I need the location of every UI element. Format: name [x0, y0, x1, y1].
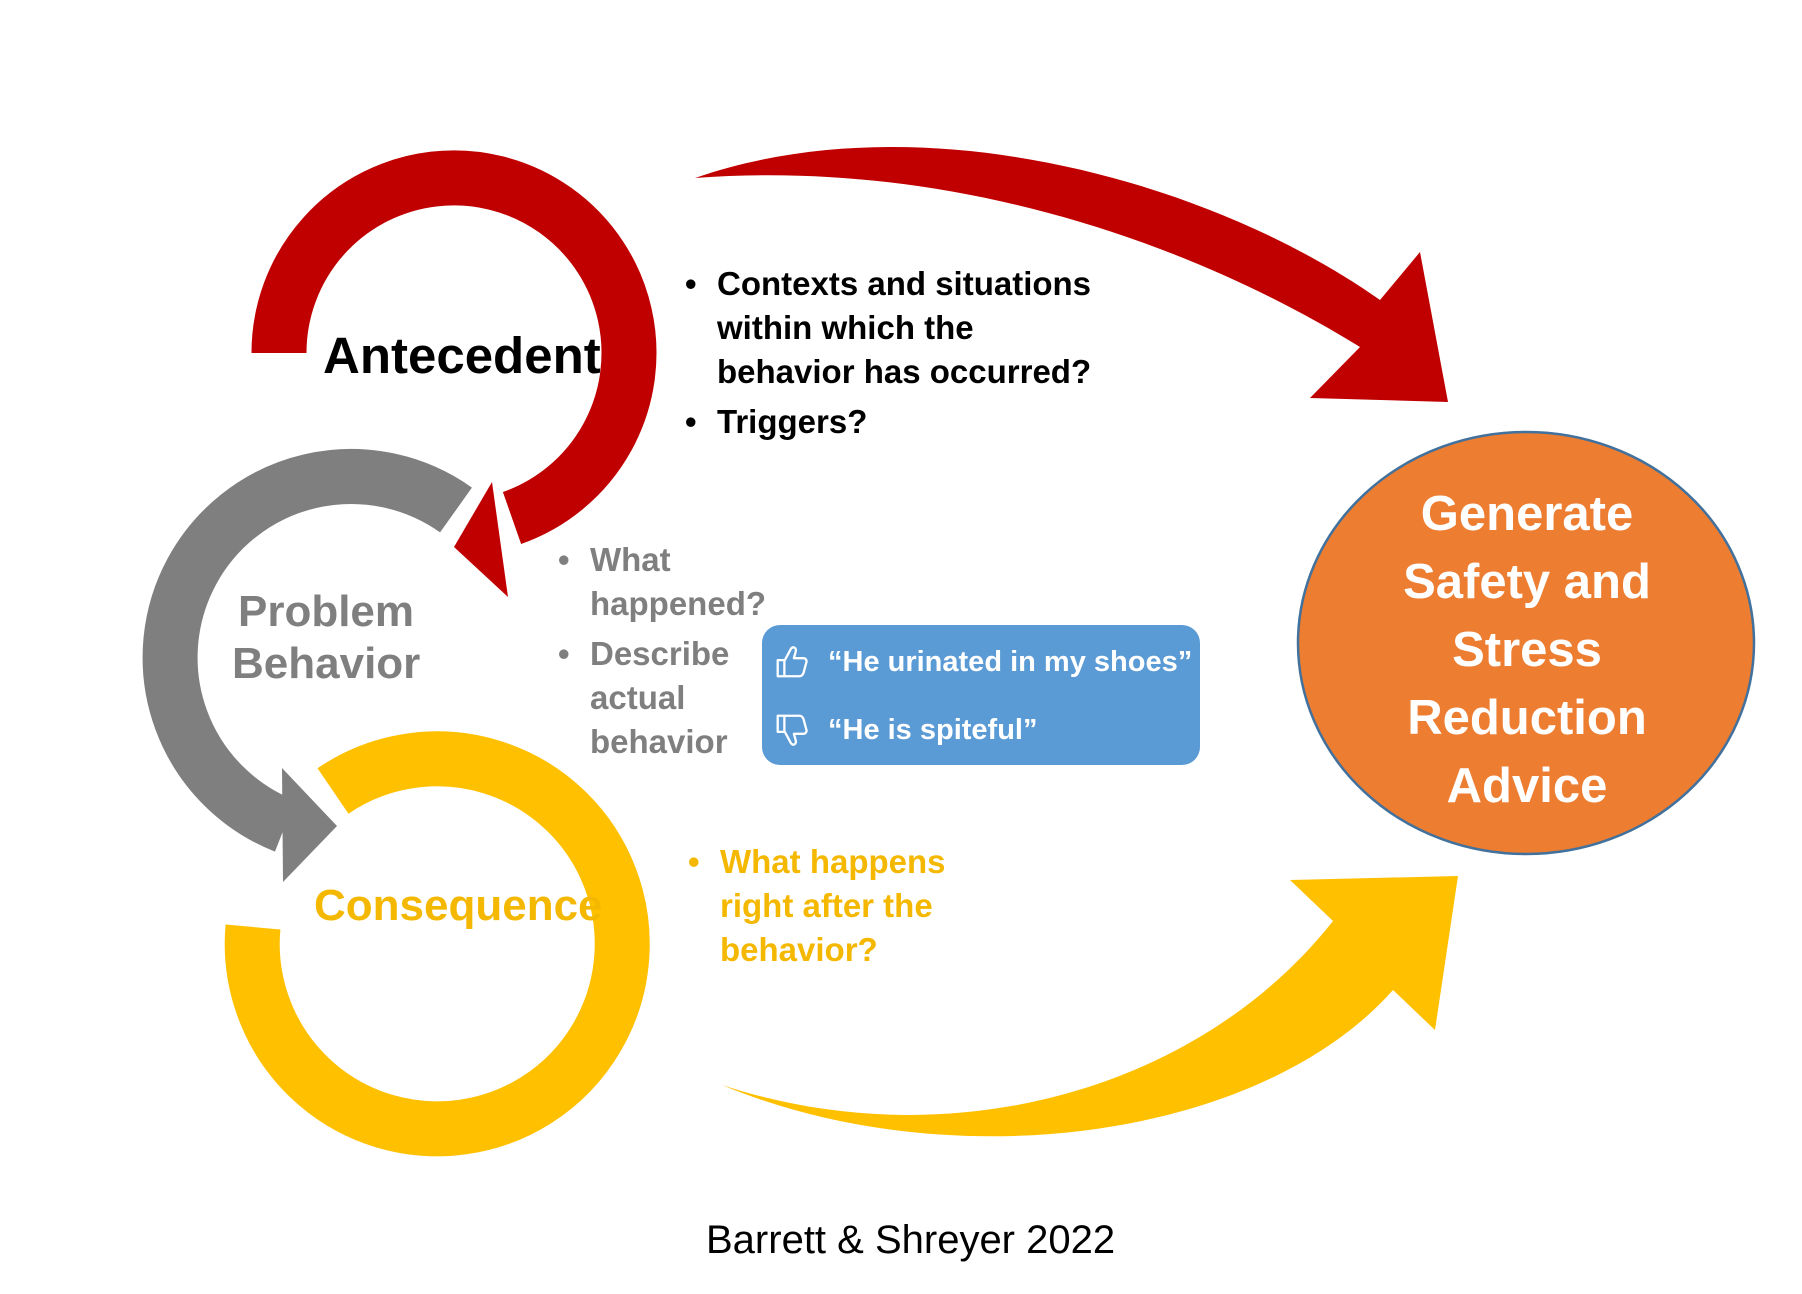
problem-bullet-describe: Describe actual behavior [556, 632, 766, 764]
antecedent-to-goal-arrow [695, 147, 1448, 402]
antecedent-label: Antecedent [323, 327, 601, 384]
goal-circle [1296, 430, 1756, 856]
consequence-bullet-list: What happens right after the behavior? [686, 840, 946, 972]
antecedent-bullet-contexts: Contexts and situations within which the… [683, 262, 1091, 394]
antecedent-bullet-list: Contexts and situations within which the… [683, 262, 1091, 450]
citation: Barrett & Shreyer 2022 [706, 1218, 1116, 1262]
consequence-to-goal-arrow [722, 876, 1458, 1137]
goal-text: Generate Safety and Stress Reduction Adv… [1403, 487, 1651, 813]
good-example: “He urinated in my shoes” [772, 643, 1192, 681]
consequence-ring [224, 731, 650, 1157]
problem-behavior-bullet-list: What happened? Describe actual behavior [556, 538, 766, 770]
consequence-label: Consequence [314, 881, 603, 930]
antecedent-ring [251, 150, 657, 544]
problem-behavior-ring [142, 449, 472, 852]
consequence-bullet-what-happens: What happens right after the behavior? [686, 840, 946, 972]
problem-bullet-what-happened: What happened? [556, 538, 766, 626]
behavior-examples-box: “He urinated in my shoes” “He is spitefu… [762, 625, 1200, 765]
problem-behavior-arrowhead [282, 768, 337, 882]
thumbs-up-icon [776, 646, 808, 678]
antecedent-arrowhead [454, 482, 508, 597]
antecedent-bullet-triggers: Triggers? [683, 400, 1091, 444]
bad-example: “He is spiteful” [772, 711, 1038, 749]
thumbs-down-icon [776, 714, 808, 746]
problem-behavior-label: Problem Behavior [232, 587, 421, 688]
